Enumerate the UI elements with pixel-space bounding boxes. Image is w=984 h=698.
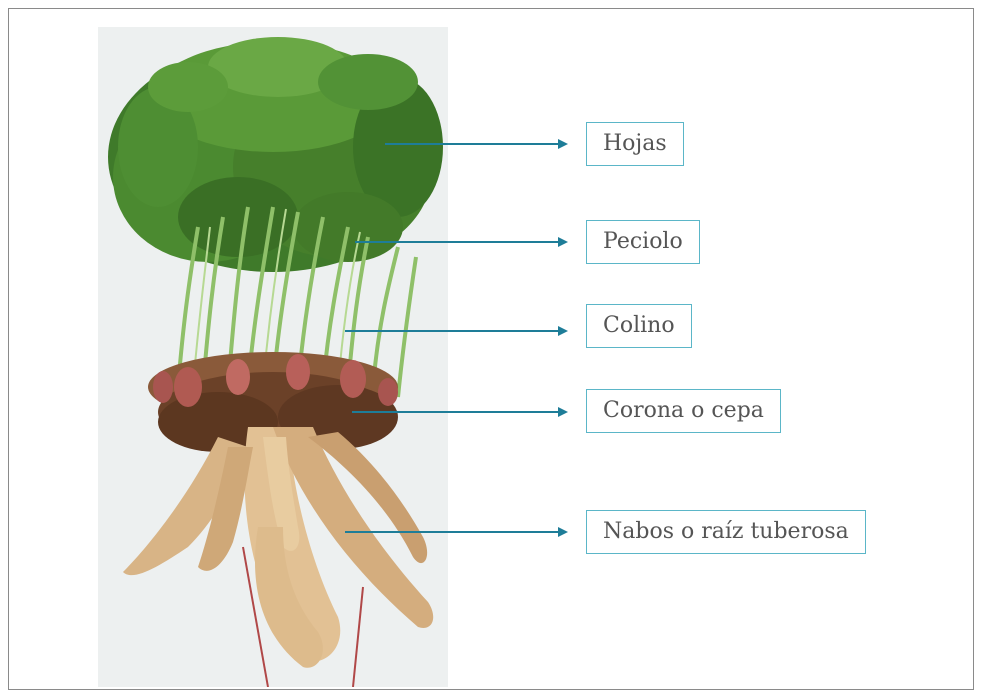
leaves-illustration <box>108 37 443 272</box>
label-corona: Corona o cepa <box>586 389 781 433</box>
plant-photo <box>98 27 448 687</box>
label-colino: Colino <box>586 304 692 348</box>
label-peciolo: Peciolo <box>586 220 700 264</box>
roots-illustration <box>123 427 434 668</box>
label-nabos: Nabos o raíz tuberosa <box>586 510 866 554</box>
label-hojas: Hojas <box>586 122 684 166</box>
crown-illustration <box>148 352 398 452</box>
